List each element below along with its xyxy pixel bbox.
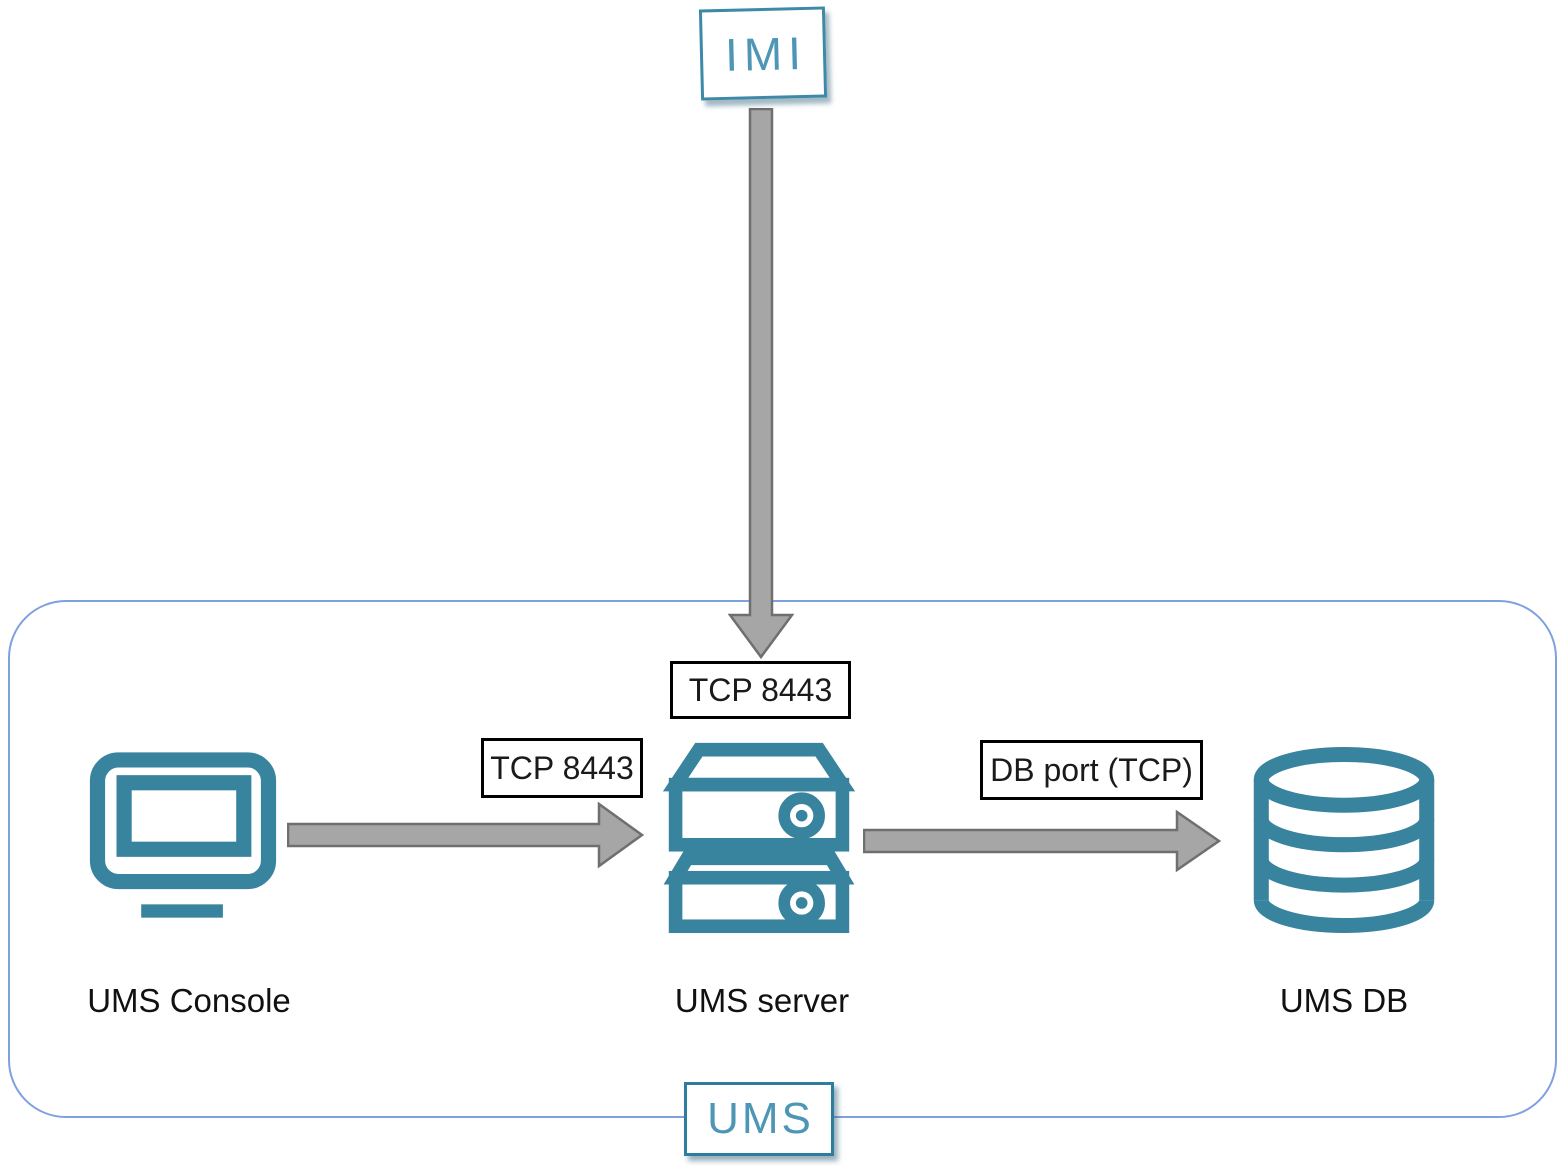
caption-text: UMS Console xyxy=(87,982,291,1019)
arrow-server-to-db xyxy=(863,810,1222,873)
ums-zone-tag: UMS xyxy=(684,1082,834,1156)
port-label-server-db: DB port (TCP) xyxy=(980,740,1203,800)
ums-zone-label: UMS xyxy=(707,1094,814,1143)
caption-text: UMS DB xyxy=(1279,982,1409,1019)
server-icon xyxy=(662,742,856,934)
arrow-imi-to-server xyxy=(728,108,794,660)
port-label-text: TCP 8443 xyxy=(688,671,833,708)
port-label-text: DB port (TCP) xyxy=(990,751,1193,788)
node-caption-ums-db: UMS DB xyxy=(1244,982,1444,1020)
imi-node: IMI xyxy=(698,6,828,101)
caption-text: UMS server xyxy=(674,982,850,1019)
node-caption-ums-console: UMS Console xyxy=(75,982,303,1020)
arrow-console-to-server xyxy=(287,802,645,869)
port-label-console-server: TCP 8443 xyxy=(481,738,643,798)
imi-node-label: IMI xyxy=(724,26,808,81)
node-caption-ums-server: UMS server xyxy=(648,982,876,1020)
database-icon xyxy=(1253,746,1435,934)
monitor-icon xyxy=(89,752,277,918)
port-label-imi-server: TCP 8443 xyxy=(670,661,851,719)
port-label-text: TCP 8443 xyxy=(490,749,634,786)
